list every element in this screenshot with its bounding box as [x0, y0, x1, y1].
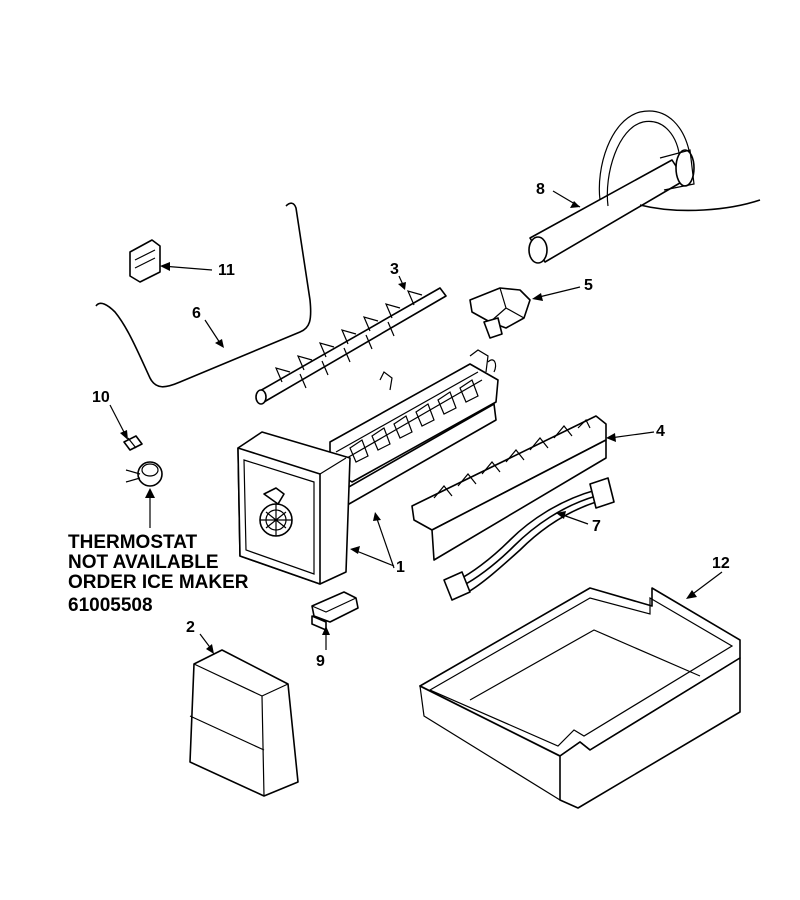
fill-tube-part-8: 8	[528, 110, 761, 264]
label-part-8: 8	[536, 181, 545, 198]
label-part-1: 1	[396, 559, 405, 576]
bracket-part-9: 9	[311, 591, 359, 670]
label-part-9: 9	[316, 653, 325, 670]
ice-bin-part-12: 12	[419, 555, 741, 809]
label-part-5: 5	[584, 277, 593, 294]
thermostat	[125, 461, 163, 528]
stripper-part-4: 4	[411, 415, 665, 561]
wire-harness-part-7: 7	[443, 477, 615, 601]
note-line-2: NOT AVAILABLE	[68, 552, 219, 573]
label-part-3: 3	[390, 261, 399, 278]
label-part-6: 6	[192, 305, 201, 322]
label-part-2: 2	[186, 619, 195, 636]
label-part-12: 12	[712, 555, 730, 572]
label-part-7: 7	[592, 518, 601, 535]
front-cover-part-2: 2	[186, 619, 299, 797]
note-line-3: ORDER ICE MAKER	[68, 572, 249, 593]
label-part-10: 10	[92, 389, 110, 406]
ice-maker-body-part-1: 1	[237, 349, 499, 585]
label-part-11: 11	[218, 262, 235, 279]
label-part-4: 4	[656, 423, 665, 440]
ejector-part-3: 3	[255, 261, 447, 405]
note-line-1: THERMOSTAT	[68, 532, 198, 553]
thermostat-clip-part-10: 10	[92, 389, 143, 451]
clip-part-11: 11	[129, 239, 235, 283]
bearing-part-5: 5	[469, 277, 593, 339]
thermostat-note: THERMOSTAT NOT AVAILABLE ORDER ICE MAKER…	[68, 532, 249, 616]
shutoff-arm-part-6: 6	[95, 202, 312, 388]
note-line-4: 61005508	[68, 595, 153, 616]
